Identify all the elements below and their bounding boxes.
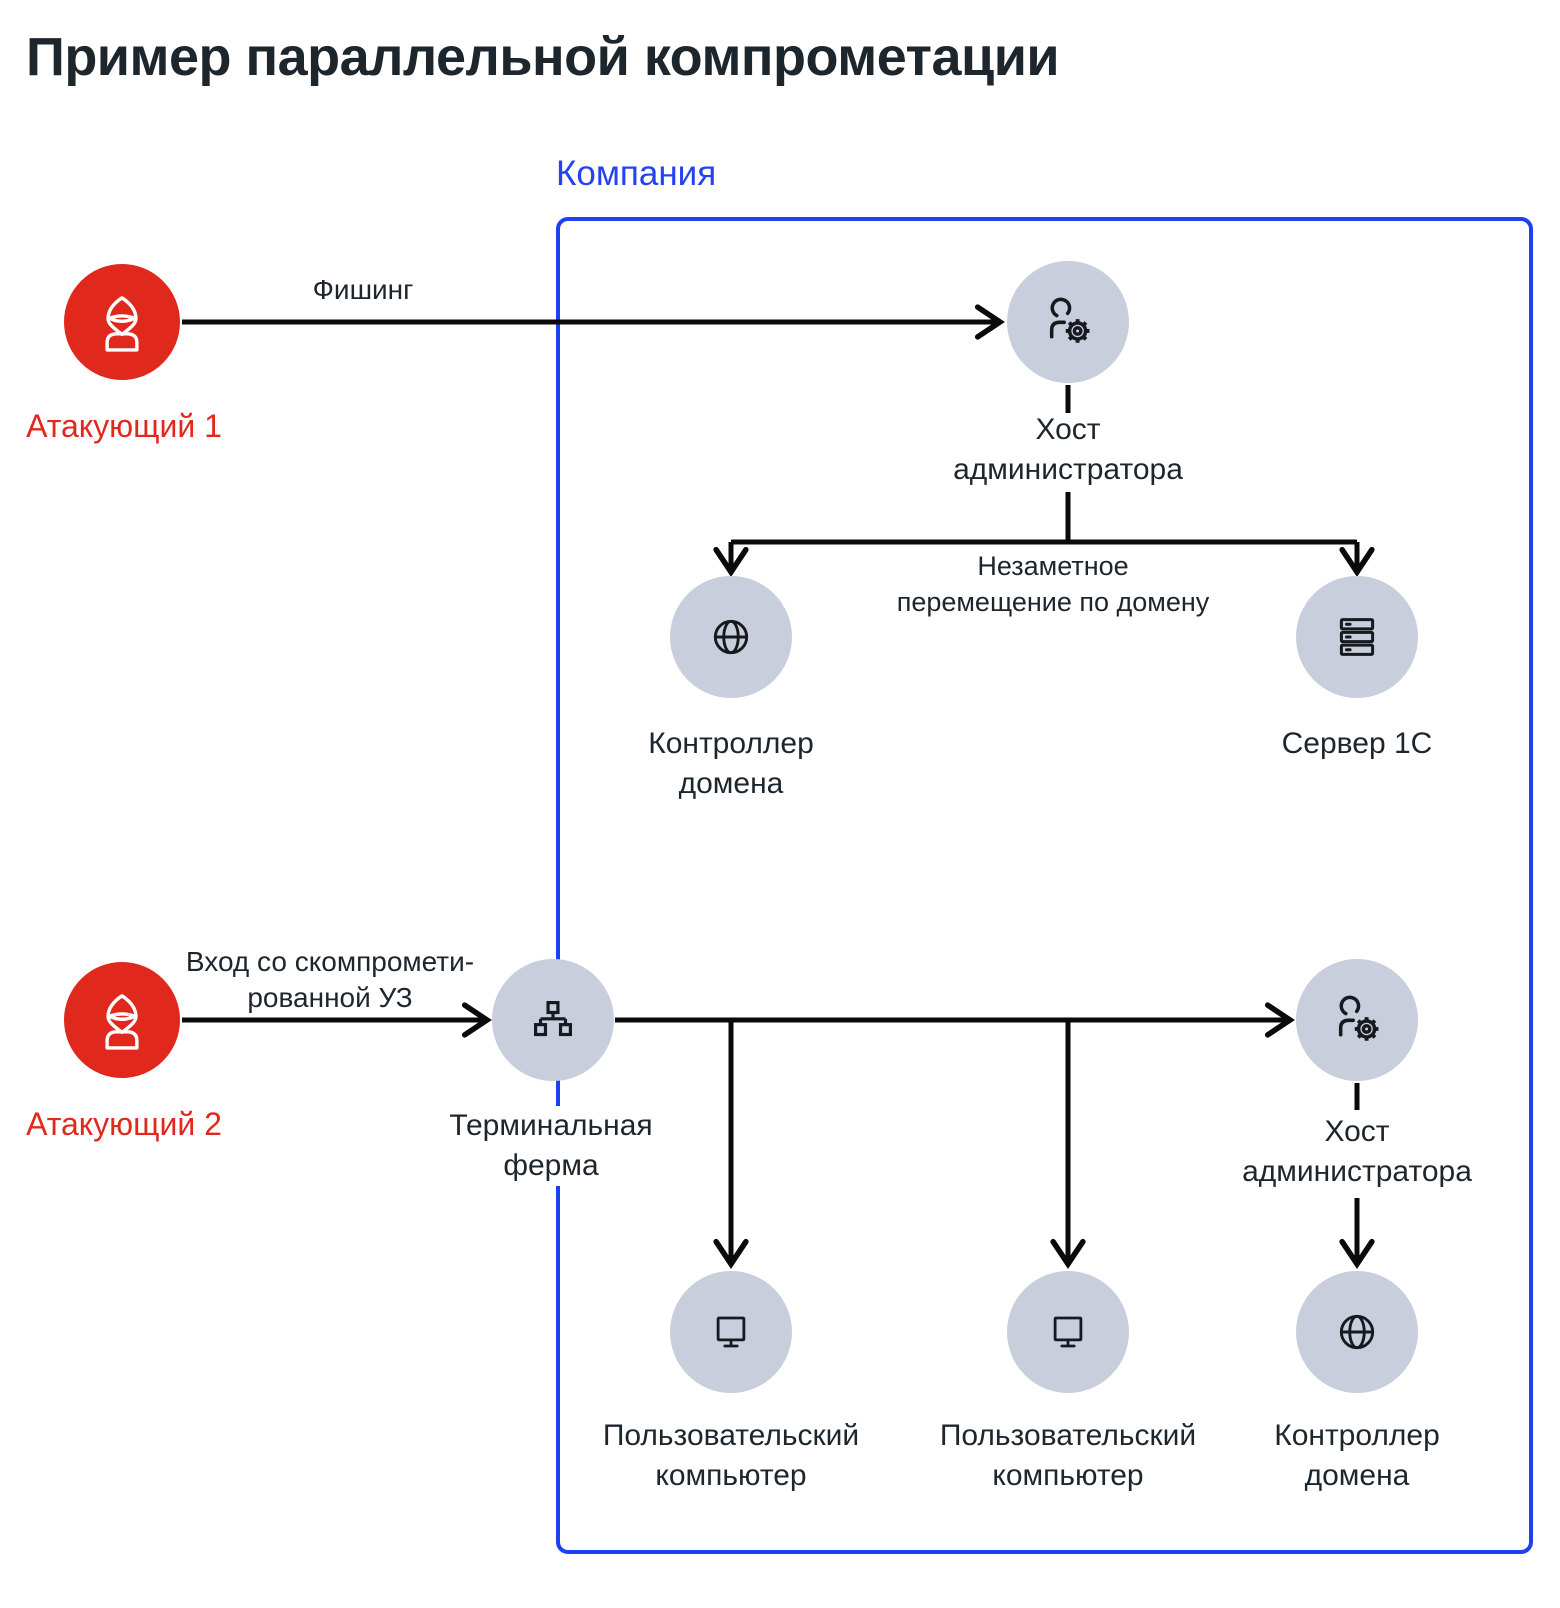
user-computer-2-label: Пользовательский компьютер (939, 1419, 1197, 1492)
lateral-movement-line-2: перемещение по домену (896, 587, 1210, 617)
node-user-computer-2 (1007, 1271, 1129, 1393)
node-attacker-2 (64, 962, 180, 1078)
admin-host-bottom-label: Хост администратора (1242, 1115, 1472, 1188)
compromised-account-line-2: рованной УЗ (247, 982, 413, 1013)
hacker-icon (105, 296, 139, 352)
node-admin-host-bottom (1296, 959, 1418, 1081)
server-stack-icon (1339, 618, 1375, 656)
sitemap-icon (534, 1001, 572, 1037)
node-domain-controller-bottom (1296, 1271, 1418, 1393)
compromised-account-line-1: Вход со скомпромети- (185, 946, 475, 977)
phishing-edge-label: Фишинг (312, 274, 414, 305)
node-server-1c (1296, 576, 1418, 698)
domain-controller-bottom-label: Контроллер домена (1274, 1419, 1440, 1492)
company-zone-label: Компания (556, 154, 717, 193)
company-boundary-box (556, 217, 1533, 1554)
attacker-1-label: Атакующий 1 (26, 408, 222, 444)
page-title: Пример параллельной компрометации (26, 27, 1060, 87)
monitor-icon (716, 1316, 746, 1348)
attacker-2-label: Атакующий 2 (26, 1106, 222, 1142)
user-gear-icon (1338, 995, 1379, 1041)
domain-controller-top-label: Контроллер домена (648, 727, 814, 800)
user-computer-1-label: Пользовательский компьютер (602, 1419, 860, 1492)
globe-icon (1339, 1314, 1375, 1350)
lateral-movement-line-1: Незаметное (977, 551, 1129, 581)
server-1c-label: Сервер 1С (1281, 727, 1433, 760)
lateral-movement-edge-label: Незаметное перемещение по домену (897, 548, 1210, 620)
compromised-account-edge-label: Вход со скомпромети- рованной УЗ (186, 944, 474, 1016)
admin-host-top-label: Хост администратора (953, 413, 1183, 486)
node-domain-controller-top (670, 576, 792, 698)
monitor-icon (1053, 1316, 1083, 1348)
node-terminal-farm (492, 959, 614, 1081)
node-attacker-1 (64, 264, 180, 380)
node-user-computer-1 (670, 1271, 792, 1393)
terminal-farm-label: Терминальная ферма (425, 1106, 677, 1186)
node-admin-host-top (1007, 261, 1129, 383)
user-gear-icon (1049, 297, 1090, 343)
hacker-icon (105, 994, 139, 1050)
globe-icon (713, 619, 749, 655)
